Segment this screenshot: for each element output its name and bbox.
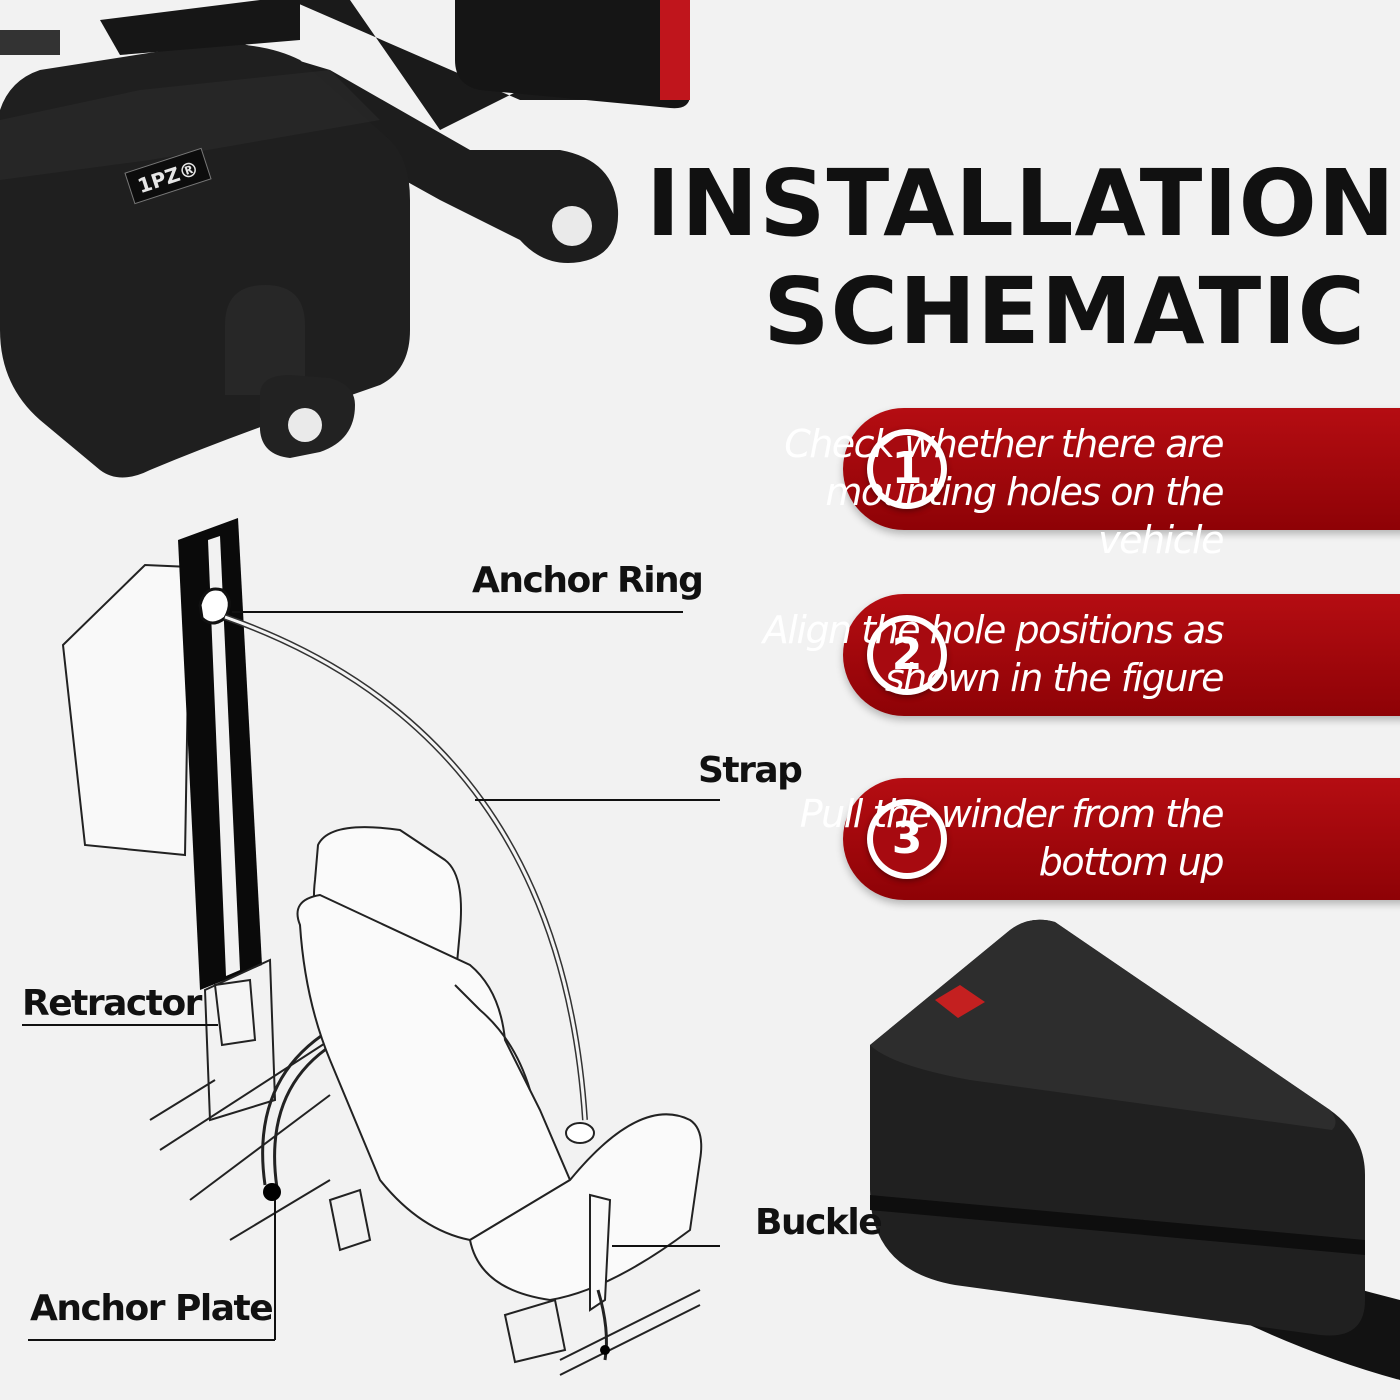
step-2-number-badge: 2 <box>867 615 947 695</box>
page-title: INSTALLATION SCHEMATIC <box>646 150 1396 366</box>
title-line-1: INSTALLATION <box>646 150 1396 257</box>
step-2-banner: 2 Align the hole positions as shown in t… <box>763 594 1400 716</box>
step-2-text: Align the hole positions as shown in the… <box>762 608 1225 700</box>
label-retractor: Retractor <box>22 983 202 1024</box>
title-line-2: SCHEMATIC <box>763 258 1366 365</box>
step-1-banner: 1 Check whether there are mounting holes… <box>784 408 1400 562</box>
seatbelt-installation-diagram <box>22 518 720 1376</box>
step-1-number-badge: 1 <box>867 429 947 509</box>
label-anchor-ring: Anchor Ring <box>472 560 704 601</box>
label-anchor-plate: Anchor Plate <box>30 1288 274 1329</box>
buckle-product-image <box>870 919 1400 1380</box>
step-3-number: 3 <box>873 805 941 873</box>
retractor-product-image: 1PZ® <box>0 0 690 478</box>
step-1-number: 1 <box>873 435 941 503</box>
step-3-text: Pull the winder from the bottom up <box>799 792 1225 884</box>
step-3-number-badge: 3 <box>867 799 947 879</box>
step-3-banner: 3 Pull the winder from the bottom up <box>800 778 1400 900</box>
label-buckle: Buckle <box>755 1202 883 1243</box>
step-1-text: Check whether there are mounting holes o… <box>784 422 1224 562</box>
step-2-number: 2 <box>873 621 941 689</box>
label-strap: Strap <box>698 750 803 791</box>
